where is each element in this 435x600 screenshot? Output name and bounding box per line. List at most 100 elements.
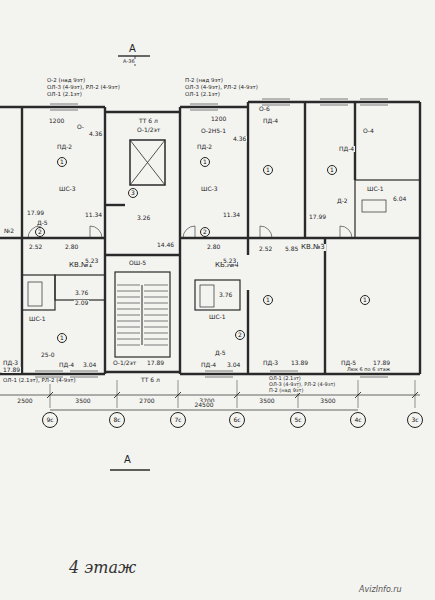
marker-text: 1 (60, 335, 64, 341)
stair-step (117, 297, 140, 298)
plan-label: ПД-3 (2, 360, 19, 366)
dimension-tick (234, 392, 240, 398)
plan-label: ШС-3 (200, 186, 219, 192)
dimension-tick (114, 392, 120, 398)
marker-text: 6с (233, 417, 240, 423)
plan-label: А (123, 455, 132, 465)
plan-label: 14.46 (156, 242, 175, 248)
wall (247, 290, 249, 374)
axis-line (178, 380, 179, 408)
plan-label: 4.36 (232, 136, 247, 142)
plan-label: ШС-1 (366, 186, 385, 192)
plan-label: П-2 (над 9эт) (268, 388, 304, 393)
axis-marker: 7с (170, 412, 186, 428)
room-number: 1 (200, 157, 210, 167)
plan-label: ПД-4 (262, 118, 279, 124)
stair-step (117, 315, 140, 316)
plan-label: 2.80 (64, 244, 79, 250)
plan-label: Д-2 (336, 198, 349, 204)
wall (0, 373, 105, 375)
plan-label: О-4 (362, 128, 375, 134)
wall (0, 106, 105, 108)
marker-text: 1 (363, 297, 367, 303)
plan-label: 3.76 (218, 292, 233, 298)
plan-label: 1200 (210, 116, 227, 122)
plan-label: ШС-3 (58, 186, 77, 192)
stair-step (117, 327, 140, 328)
bathroom (195, 280, 240, 310)
bathtub (362, 200, 386, 212)
window (360, 377, 388, 378)
marker-text: 2 (238, 332, 242, 338)
window (50, 104, 78, 105)
room-number: 2 (235, 330, 245, 340)
wall (180, 373, 420, 375)
room-number: 3 (128, 188, 138, 198)
dimension-tick (47, 392, 53, 398)
dimension-tick (355, 392, 361, 398)
window (270, 371, 298, 372)
plan-label: 24500 (193, 402, 214, 408)
plan-label: О-2Н5-1 (200, 128, 227, 134)
stair-step (117, 333, 140, 334)
elevator-shaft (130, 140, 165, 185)
plan-label: А-36 (122, 59, 136, 64)
wall (248, 101, 420, 103)
plan-label: 3.04 (226, 362, 241, 368)
plan-label: 2500 (16, 398, 33, 404)
plan-label: Д-5 (214, 350, 227, 356)
plan-label: 3500 (319, 398, 336, 404)
window (320, 99, 348, 100)
plan-label: 11.34 (84, 212, 103, 218)
marker-text: 8с (113, 417, 120, 423)
room-number: 1 (57, 157, 67, 167)
elevator-cross (130, 140, 165, 185)
plan-label: ТТ 6 л (138, 118, 159, 124)
window (205, 377, 233, 378)
wall (105, 254, 180, 256)
wall (180, 106, 248, 108)
stair-step (144, 285, 168, 286)
plan-label: ПД-3 (262, 360, 279, 366)
plan-label: 3500 (258, 398, 275, 404)
marker-text: 5с (294, 417, 301, 423)
stairwell (115, 272, 170, 357)
section-mark (118, 55, 150, 56)
plan-label: ОЛ-3 (4-9эт), РЛ-2 (4-9эт) (268, 382, 336, 387)
marker-text: 7с (174, 417, 181, 423)
plan-label: 5.85 (284, 246, 299, 252)
stair-step (144, 327, 168, 328)
wall (247, 238, 249, 255)
plan-label: ОЛ-1 (2.1эт), РЛ-2 (4-9эт) (2, 378, 77, 384)
marker-text: 3с (411, 417, 418, 423)
plan-label: 3.04 (82, 362, 97, 368)
stair-step (117, 291, 140, 292)
walls (0, 102, 420, 374)
door-swing (183, 226, 195, 238)
room-number: 1 (263, 165, 273, 175)
window (70, 371, 98, 372)
plan-label: О-1/2эт (136, 127, 161, 133)
marker-text: 1 (266, 167, 270, 173)
plan-label: ТТ 6 л (140, 377, 161, 383)
bathroom (22, 275, 55, 310)
fixtures (0, 56, 420, 470)
plan-label: 3.26 (136, 215, 151, 221)
marker-text: 9с (46, 417, 53, 423)
axis-line (117, 380, 118, 408)
plan-label: 2.52 (258, 246, 273, 252)
window (360, 105, 388, 106)
plan-label: ОЛ-3 (4-9эт), РЛ-2 (4-9эт) (46, 85, 121, 91)
plan-label: ПД-4 (58, 362, 75, 368)
room-number: 1 (57, 333, 67, 343)
plan-label: 17.99 (308, 214, 327, 220)
plan-label: 3500 (74, 398, 91, 404)
stair-divider (142, 285, 143, 345)
stair-step (144, 321, 168, 322)
plan-label: ОЛ-1 (2.1эт) (268, 376, 302, 381)
room-number: 1 (327, 165, 337, 175)
marker-text: 1 (330, 167, 334, 173)
plan-label: ПД-2 (196, 144, 213, 150)
toilet (55, 275, 105, 300)
stair-step (117, 309, 140, 310)
